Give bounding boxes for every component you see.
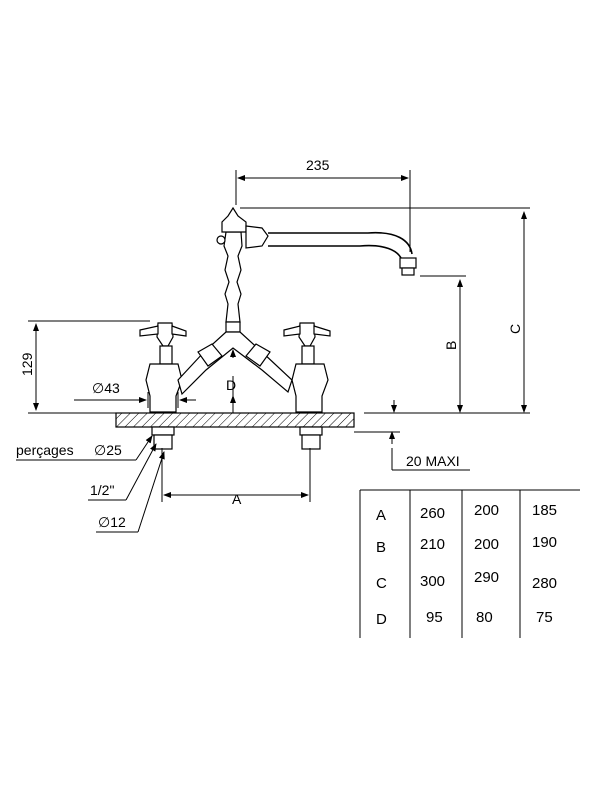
dim-c-label: C xyxy=(507,324,523,334)
table-cell: 185 xyxy=(532,502,557,519)
dim-235-label: 235 xyxy=(306,157,330,173)
dim-b-label: B xyxy=(443,341,459,350)
table-row-key: D xyxy=(376,611,387,628)
dimension-table xyxy=(359,489,580,638)
table-cell: 200 xyxy=(474,502,499,519)
dim-20maxi-label: 20 MAXI xyxy=(406,453,460,469)
table-cell: 95 xyxy=(426,609,443,626)
dim-diam12-label: ∅12 xyxy=(98,514,126,530)
faucet-body xyxy=(139,206,417,413)
shanks xyxy=(151,426,323,450)
table-cell: 80 xyxy=(476,609,493,626)
table-cell: 190 xyxy=(532,534,557,551)
countertop-deck xyxy=(115,412,355,428)
table-cell: 280 xyxy=(532,575,557,592)
table-cell: 210 xyxy=(420,536,445,553)
table-row-key: B xyxy=(376,539,386,556)
table-row-key: C xyxy=(376,575,387,592)
table-cell: 290 xyxy=(474,569,499,586)
table-cell: 260 xyxy=(420,505,445,522)
dimension-lines xyxy=(16,170,530,533)
dim-a-label: A xyxy=(232,491,242,507)
dim-d-label: D xyxy=(226,377,236,393)
table-cell: 75 xyxy=(536,609,553,626)
thread-label: 1/2" xyxy=(90,482,114,498)
table-cell: 300 xyxy=(420,573,445,590)
table-cell: 200 xyxy=(474,536,499,553)
dim-diam43-label: ∅43 xyxy=(92,380,120,396)
dim-diam25-label: ∅25 xyxy=(94,442,122,458)
dim-129-label: 129 xyxy=(19,352,35,376)
table-row-key: A xyxy=(376,507,386,524)
percages-label: perçages xyxy=(16,442,74,458)
